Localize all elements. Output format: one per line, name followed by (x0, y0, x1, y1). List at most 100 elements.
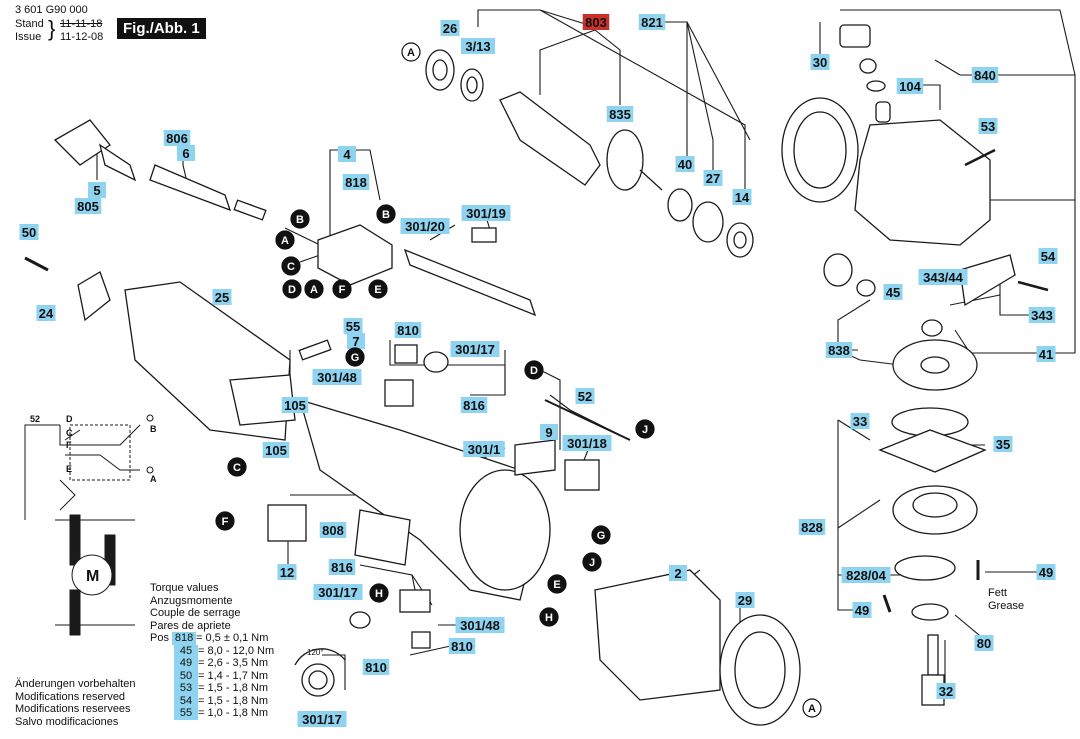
stand-value: 11-11-18 (60, 18, 103, 30)
connection-marker-mA2: A (275, 230, 295, 250)
part-number: 105 (284, 398, 306, 413)
torque-title-en: Torque values (150, 582, 219, 594)
o-ring-828-04 (894, 555, 956, 581)
part-number: 35 (996, 437, 1010, 452)
marker-letter: H (545, 612, 553, 624)
rod-52 (544, 399, 631, 441)
part-label-box (896, 78, 924, 94)
connection-marker-mC2: C (227, 457, 247, 477)
angle-arc (294, 648, 346, 666)
part-label-p810a: 810 (394, 322, 422, 338)
part-number: 27 (706, 171, 720, 186)
marker-circle (376, 204, 396, 224)
cord-protector (98, 143, 137, 182)
part-label-box (993, 436, 1013, 452)
part-label-box (703, 170, 723, 186)
brush-set-12 (267, 504, 307, 542)
nut-45 (856, 279, 876, 297)
washer-80 (911, 603, 949, 621)
marker-letter: H (375, 588, 383, 600)
note-fr: Modifications reservees (15, 703, 131, 715)
part-label-p840: 840 (971, 67, 999, 83)
part-label-p810c: 810 (362, 659, 390, 675)
marker-circle (368, 279, 388, 299)
part-label-box (575, 388, 595, 404)
switch-4 (317, 224, 393, 286)
part-label-box (400, 218, 450, 234)
marker-circle (345, 347, 365, 367)
part-label-p12: 12 (277, 564, 297, 580)
marker-circle (524, 360, 544, 380)
torque-row: 55= 1,0 - 1,8 Nm (150, 707, 274, 720)
part-number: 32 (939, 684, 953, 699)
marker-circle (635, 419, 655, 439)
part-label-box (88, 182, 106, 198)
part-label-p82804: 828/04 (841, 567, 891, 583)
part-number: 30 (813, 55, 827, 70)
part-label-p313: 3/13 (461, 38, 495, 54)
marker-letter: G (351, 352, 360, 364)
connection-marker-mJ1: J (635, 419, 655, 439)
part-label-box (918, 269, 968, 285)
part-label-box (281, 397, 309, 413)
marker-letter: E (374, 284, 381, 296)
part-label-p54: 54 (1038, 248, 1058, 264)
part-label-box (883, 284, 903, 300)
part-number: 49 (1039, 565, 1053, 580)
cord-806 (149, 164, 232, 212)
part-number: 7 (352, 334, 359, 349)
part-number: 41 (1039, 347, 1053, 362)
part-number: 301/17 (455, 342, 495, 357)
part-label-p818: 818 (342, 174, 370, 190)
marker-letter: G (597, 530, 606, 542)
part-label-p821: 821 (638, 14, 666, 30)
torque-value: = 1,5 - 1,8 Nm (198, 694, 269, 707)
note-en: Modifications reserved (15, 690, 126, 703)
part-label-p14: 14 (732, 189, 752, 205)
part-label-box (342, 174, 370, 190)
marker-circle (227, 457, 247, 477)
torque-value: = 8,0 - 12,0 Nm (198, 644, 275, 657)
part-label-box (936, 683, 956, 699)
part-label-p26: 26 (440, 20, 460, 36)
marker-circle (275, 230, 295, 250)
part-label-box (461, 38, 495, 54)
part-label-p816b: 816 (328, 559, 356, 575)
marker-circle (547, 574, 567, 594)
brush-holder-816 (384, 379, 414, 407)
part-label-box (562, 435, 612, 451)
angle-label: 120° (307, 648, 324, 657)
motor-symbol: M (86, 568, 99, 585)
commutator (606, 129, 644, 191)
part-label-box (448, 638, 476, 654)
part-label-box (212, 289, 232, 305)
marker-letter: A (407, 47, 415, 59)
part-label-p32: 32 (936, 683, 956, 699)
part-label-p3011: 301/1 (463, 441, 505, 457)
figure-label: Fig./Abb. 1 (117, 18, 206, 39)
part-number: 301/18 (567, 436, 607, 451)
part-label-box (440, 20, 460, 36)
part-label-p30120: 301/20 (400, 218, 450, 234)
part-label-box (606, 106, 634, 122)
part-number: 301/19 (466, 206, 506, 221)
housing-ring (459, 469, 551, 591)
marker-circle (290, 209, 310, 229)
part-number: 810 (397, 323, 419, 338)
part-label-box (450, 341, 500, 357)
switch-rod-301-19 (403, 248, 537, 317)
part-label-p55: 55 (343, 318, 363, 334)
torque-pos: 53 (174, 682, 198, 695)
marker-circle (369, 583, 389, 603)
part-number: 105 (265, 443, 287, 458)
marker-circle (304, 279, 324, 299)
spring-104-top (859, 58, 877, 74)
part-number: 50 (22, 225, 36, 240)
document-number: 3 601 G90 000 (15, 4, 88, 16)
part-number: 810 (451, 639, 473, 654)
part-number: 6 (182, 146, 189, 161)
part-label-p6: 6 (177, 145, 195, 161)
part-label-p810b: 810 (448, 638, 476, 654)
header-brace: } (48, 16, 56, 41)
